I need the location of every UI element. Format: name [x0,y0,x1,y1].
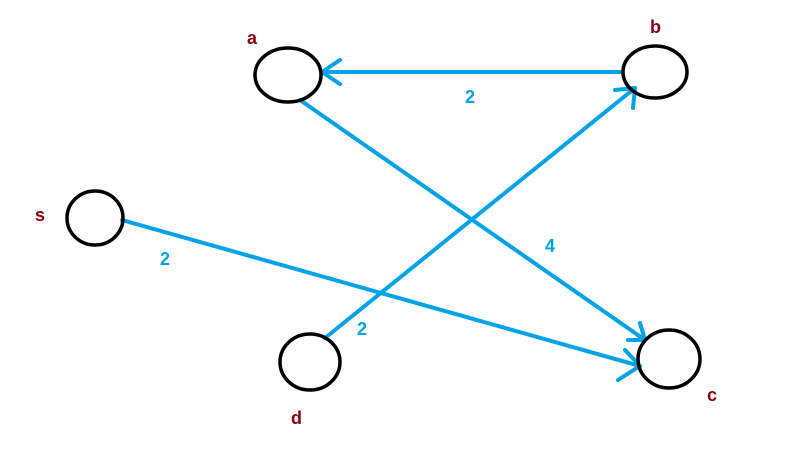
node-b [621,44,689,100]
edge-s-to-c [120,218,642,382]
node-d [278,332,342,392]
node-s [65,189,125,247]
weight-a-to-c: 4 [545,236,555,256]
node-a [253,46,323,104]
node-label-a: a [247,28,258,48]
weight-b-to-a: 2 [465,87,475,107]
arrowhead-icon [613,86,637,110]
weight-s-to-c: 2 [160,249,170,269]
node-label-s: s [35,205,45,225]
weight-d-to-b: 2 [357,319,367,339]
node-c [636,328,702,390]
edge-b-to-a [320,58,624,86]
node-label-c: c [707,385,717,405]
node-label-b: b [650,17,661,37]
node-label-d: d [291,408,302,428]
edge-d-to-b [323,86,637,340]
